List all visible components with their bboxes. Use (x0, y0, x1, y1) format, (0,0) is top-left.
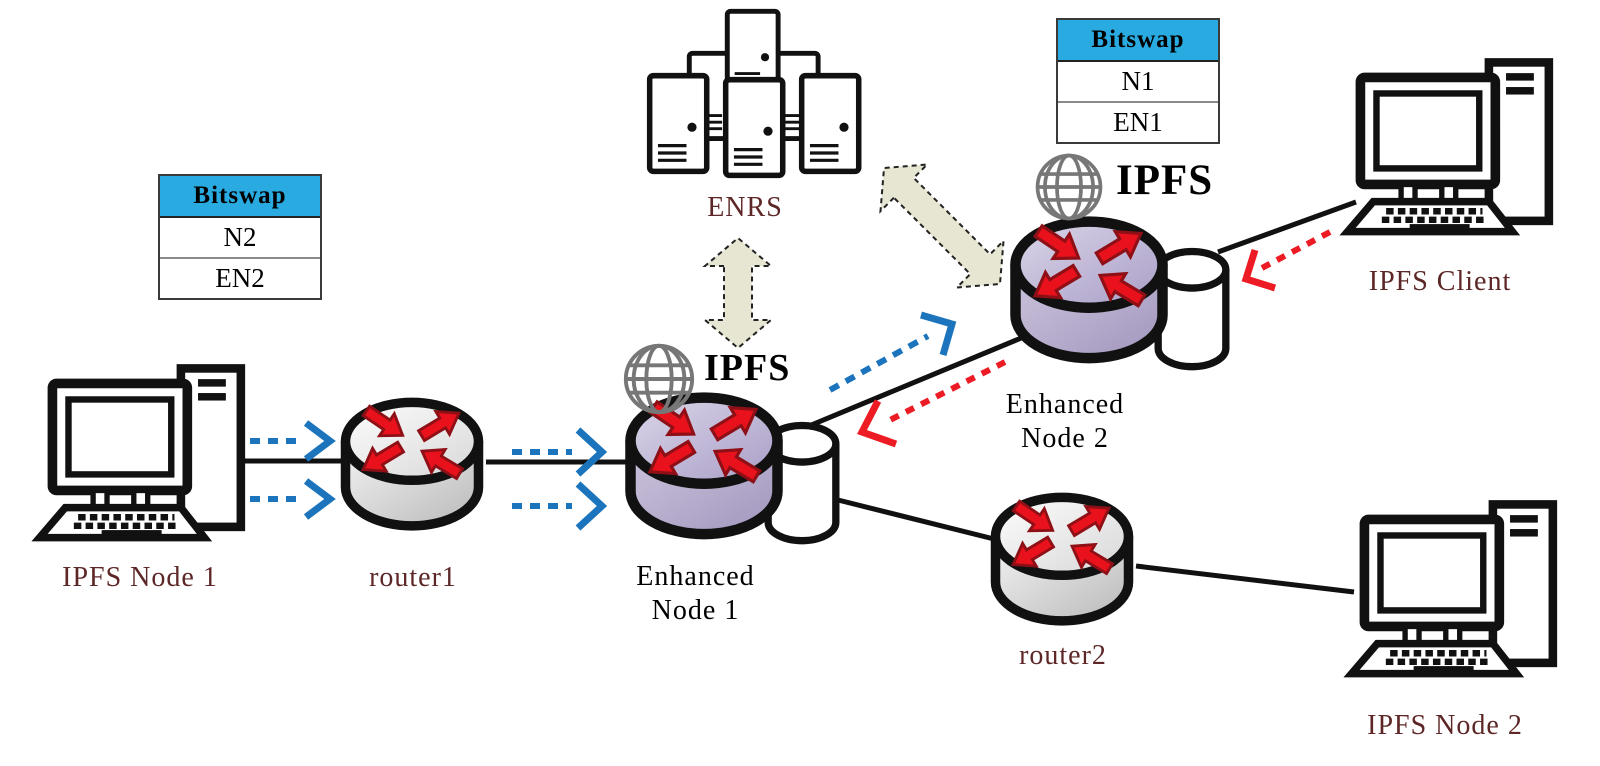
router1-label: router1 (369, 562, 457, 593)
enhanced-node-2-label-line2: Node 2 (1021, 423, 1109, 455)
enrs-sync-arrows (702, 163, 1005, 350)
bitswap-table-en1-header: Bitswap (160, 176, 320, 218)
enhanced-node-2-label-line1: Enhanced (1005, 389, 1125, 420)
bitswap-table-en1-row: EN2 (215, 263, 265, 293)
ipfs-node-1-computer-icon (24, 362, 250, 544)
enrs-server-cluster-icon (636, 6, 868, 194)
ipfs-node-2-computer-icon (1336, 498, 1562, 680)
bitswap-table-en2-row: EN1 (1113, 107, 1163, 137)
en1-ipfs-label: IPFS (704, 347, 791, 389)
en1-globe-icon (620, 340, 698, 418)
bitswap-table-en2-row: N1 (1058, 62, 1218, 103)
bitswap-table-en2-header: Bitswap (1058, 20, 1218, 62)
router2-icon (986, 487, 1138, 637)
bitswap-table-en1: Bitswap N2 EN2 (158, 174, 322, 300)
ipfs-client-computer-icon (1332, 56, 1558, 238)
enhanced-node-1-label: Enhanced Node 1 (598, 560, 793, 628)
link-en2-client (1217, 199, 1357, 255)
enhanced-node-2-label: Enhanced Node 2 (975, 388, 1155, 456)
link-en1-router2 (837, 497, 999, 543)
sync-arrow-en1-enrs (702, 236, 774, 350)
ipfs-node-1-label: IPFS Node 1 (62, 562, 218, 593)
enhanced-node-2-router-icon (1005, 210, 1173, 376)
en2-ipfs-label: IPFS (1116, 157, 1214, 204)
blue-flow-arrows (250, 311, 957, 531)
red-flow-arrows (857, 229, 1332, 448)
ipfs-client-label: IPFS Client (1368, 266, 1512, 297)
enrs-label: ENRS (707, 192, 783, 223)
enhanced-node-1-label-line1: Enhanced (636, 561, 755, 592)
enhanced-node-1-label-line2: Node 1 (651, 595, 740, 627)
sync-arrow-en2-enrs (879, 163, 1005, 289)
router2-label: router2 (1019, 640, 1107, 671)
link-router2-node2 (1135, 563, 1355, 595)
solid-links (240, 199, 1357, 595)
bitswap-table-en1-row: N2 (160, 218, 320, 259)
router1-icon (336, 392, 488, 542)
ipfs-node-2-label: IPFS Node 2 (1367, 710, 1523, 741)
link-en1-en2 (779, 333, 1027, 441)
en2-globe-icon (1032, 150, 1106, 224)
bitswap-table-en2: Bitswap N1 EN1 (1056, 18, 1220, 144)
